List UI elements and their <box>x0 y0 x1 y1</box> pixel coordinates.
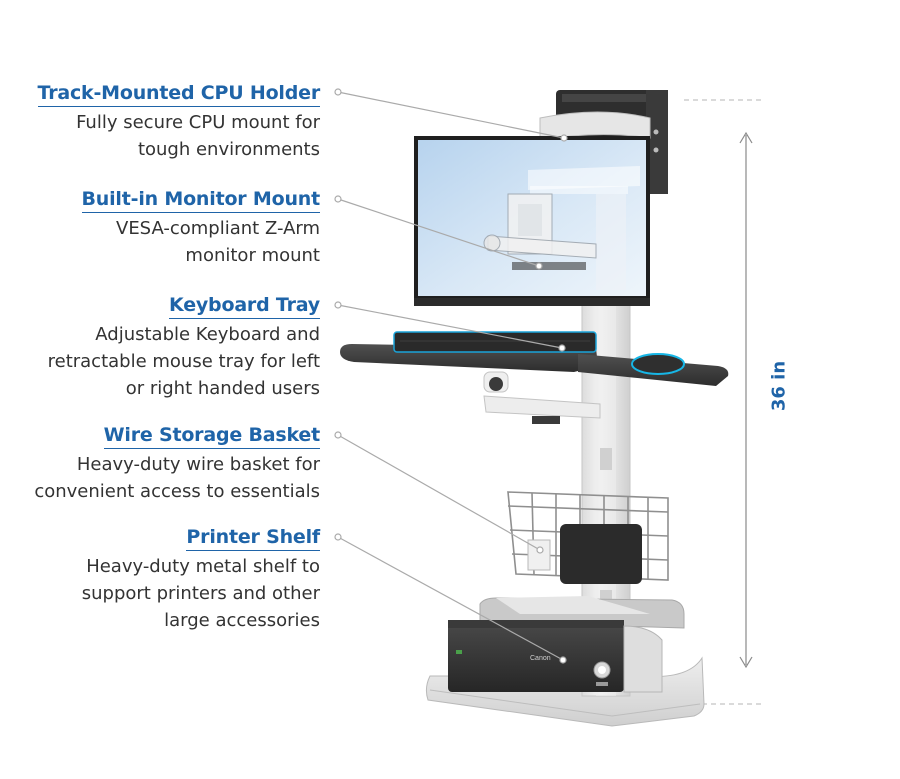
callout-title: Wire Storage Basket <box>103 422 320 449</box>
keyboard-tray <box>340 331 729 424</box>
callout-line: retractable mouse tray for left <box>47 351 320 372</box>
leader-dot-icon <box>334 533 342 541</box>
leader-line-cpu-holder <box>337 91 565 139</box>
callout-cpu-holder: Track-Mounted CPU Holder Fully secure CP… <box>37 80 320 163</box>
callout-title: Printer Shelf <box>186 524 320 551</box>
callout-description: Heavy-duty wire basket for convenient ac… <box>34 451 320 505</box>
leader-dot-icon <box>559 656 567 664</box>
callout-title: Track-Mounted CPU Holder <box>37 80 320 107</box>
dimension-arrow-up-icon <box>739 131 753 144</box>
height-dimension-text: 36 in <box>768 360 790 412</box>
callout-title: Keyboard Tray <box>169 292 320 319</box>
leader-dot-icon <box>334 431 342 439</box>
callout-line: tough environments <box>137 139 320 160</box>
callout-title: Built-in Monitor Mount <box>81 186 320 213</box>
callout-description: Fully secure CPU mount for tough environ… <box>38 109 320 163</box>
callout-monitor-mount: Built-in Monitor Mount VESA-compliant Z-… <box>81 186 320 269</box>
callout-line: support printers and other <box>81 583 320 604</box>
printer: Canon <box>448 596 685 693</box>
wire-storage-basket <box>507 491 669 584</box>
printer-brand: Canon <box>530 655 551 662</box>
leader-dot-icon <box>334 195 342 203</box>
leader-line-wire-basket <box>337 434 541 551</box>
callout-line: VESA-compliant Z-Arm <box>116 218 320 239</box>
callout-line: large accessories <box>164 610 320 631</box>
leader-dot-icon <box>536 546 544 554</box>
leader-dot-icon <box>560 134 568 142</box>
callout-keyboard-tray: Keyboard Tray Adjustable Keyboard and re… <box>48 292 321 402</box>
leader-line-printer-shelf <box>337 536 564 661</box>
leader-lines <box>334 88 568 664</box>
callout-line: convenient access to essentials <box>34 481 320 502</box>
callout-line: Heavy-duty metal shelf to <box>86 556 320 577</box>
monitor <box>414 136 650 306</box>
height-dimension <box>684 99 764 705</box>
callout-line: Adjustable Keyboard and <box>95 324 320 345</box>
callout-line: Fully secure CPU mount for <box>76 112 320 133</box>
callout-line: monitor mount <box>185 245 320 266</box>
callout-description: Adjustable Keyboard and retractable mous… <box>48 321 320 402</box>
leader-line-keyboard-tray <box>337 304 563 349</box>
leader-dot-icon <box>334 88 342 96</box>
leader-line-monitor-mount <box>337 198 540 267</box>
callout-description: VESA-compliant Z-Arm monitor mount <box>82 215 320 269</box>
leader-dot-icon <box>334 301 342 309</box>
callout-line: or right handed users <box>125 378 320 399</box>
callout-wire-basket: Wire Storage Basket Heavy-duty wire bask… <box>34 422 320 505</box>
dimension-arrow-down-icon <box>739 656 753 669</box>
leader-dot-icon <box>535 262 543 270</box>
callout-description: Heavy-duty metal shelf to support printe… <box>82 553 320 634</box>
callout-printer-shelf: Printer Shelf Heavy-duty metal shelf to … <box>82 524 320 634</box>
height-dimension-label: 36 in <box>764 356 794 416</box>
callout-line: Heavy-duty wire basket for <box>76 454 320 475</box>
leader-dot-icon <box>558 344 566 352</box>
